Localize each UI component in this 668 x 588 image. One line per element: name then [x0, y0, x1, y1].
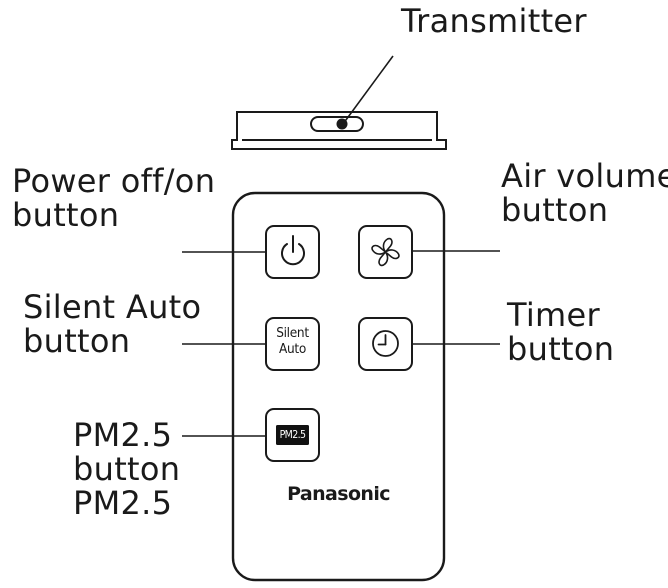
clock-icon [372, 330, 399, 357]
timer-label-line1: Timer [507, 296, 600, 334]
pm-label-line3: PM2.5 [73, 484, 173, 522]
silent-auto-button-callout: Silent Auto button [23, 290, 201, 358]
silent-label-line1: Silent Auto [23, 288, 202, 326]
air-volume-button[interactable] [358, 225, 413, 279]
remote-body [231, 191, 446, 582]
air-volume-button-label: Air volume button [501, 159, 668, 227]
timer-button-label: Timer button [507, 298, 614, 366]
fan-icon [371, 237, 400, 267]
pm25-button-label: PM2.5 [279, 429, 306, 441]
power-button-label: Power off/on button [12, 164, 215, 232]
timer-label-line2: button [507, 330, 615, 368]
brand-logo: Panasonic [287, 483, 390, 505]
transmitter-label: Transmitter [401, 4, 587, 38]
silent-auto-button[interactable] [265, 317, 320, 371]
pm25-button-callout: PM2.5 button PM2.5 [73, 418, 180, 520]
pm25-button[interactable] [265, 408, 320, 462]
silent-button-line1: Silent [276, 325, 309, 341]
transmitter-label-text: Transmitter [401, 2, 587, 40]
transmitter-housing [231, 111, 447, 150]
pm-label-line2: button [73, 450, 181, 488]
transmitter-leader-line [342, 55, 394, 125]
power-label-line1: Power off/on [12, 162, 216, 200]
air-label-line1: Air volume [501, 157, 668, 195]
silent-auto-button-label: Silent Auto [266, 325, 319, 357]
pm25-display [276, 425, 309, 445]
power-icon [281, 235, 305, 266]
power-button[interactable] [265, 225, 320, 279]
power-label-line2: button [12, 196, 120, 234]
silent-label-line2: button [23, 322, 131, 360]
pm-label-line1: PM2.5 [73, 416, 173, 454]
transmitter-window [310, 116, 364, 132]
silent-button-line2: Auto [279, 341, 306, 357]
timer-button[interactable] [358, 317, 413, 371]
air-label-line2: button [501, 191, 609, 229]
